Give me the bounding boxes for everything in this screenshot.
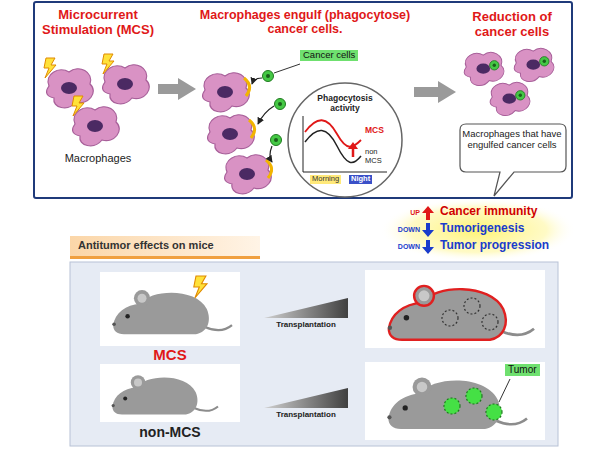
effect-label: Tumorigenesis [440, 222, 524, 236]
highlight-glow [380, 198, 576, 262]
chart-title: Phagocytosis activity [305, 94, 385, 114]
cell-label: Macrophages [52, 152, 144, 165]
axis-label: Morning [310, 175, 341, 184]
tab-underline [70, 256, 260, 259]
trend-tag: DOWN [392, 243, 420, 251]
tumor-label: Tumor [505, 364, 540, 376]
process-arrow [158, 84, 178, 94]
leader-line [274, 64, 300, 73]
stage-panel: Microcurrent Stimulation (MCS) Macrophage… [38, 6, 158, 172]
chart-circle: Phagocytosis activityMCS non MCS Morning Ni… [287, 82, 403, 198]
macrophages-engulfed [464, 48, 554, 115]
series-label: MCS [365, 126, 384, 136]
callout-text: Macrophages that have engulfed cancer ce… [462, 129, 562, 151]
down-arrow [422, 240, 434, 254]
top-panel [34, 2, 572, 198]
effect-label: Cancer immunity [440, 205, 537, 219]
effect-label: Tumor progression [440, 239, 549, 253]
trend-tag: UP [396, 209, 420, 217]
macrophages-mcs [44, 54, 149, 146]
step-label: Transplantation [260, 410, 352, 419]
transplant-arrow: Transplantation [260, 294, 352, 334]
mouse-frame [100, 272, 240, 346]
down-arrow [422, 223, 434, 237]
mouse-frame [365, 362, 545, 440]
mouse-mcs-result [388, 286, 534, 340]
stage-title: Reduction of cancer cells [458, 10, 566, 40]
stage-title: Macrophages engulf (phagocytose) cancer … [198, 8, 412, 37]
process-arrow [414, 87, 438, 97]
axis-label: Night [349, 175, 372, 184]
mouse-frame [365, 270, 545, 348]
trend-tag: DOWN [392, 226, 420, 234]
stage-title: Microcurrent Stimulation (MCS) [40, 8, 156, 38]
panel-heading: Antitumor effects on mice [78, 239, 258, 252]
mouse-box: Tumor [365, 362, 545, 440]
series-label: non MCS [365, 148, 391, 165]
up-arrow [422, 206, 434, 220]
stage-panel: Reduction of cancer cellsMacrophages tha… [456, 6, 568, 178]
callout-bubble [460, 124, 566, 196]
mouse-non-mcs [112, 375, 218, 414]
mouse-frame [100, 364, 240, 422]
group-label: MCS [100, 346, 240, 363]
leader-line [499, 379, 510, 402]
mice-panel: Antitumor effects on miceMCS Transplantat… [70, 236, 558, 446]
mouse-box: non-MCS [100, 364, 240, 444]
cell-label: Cancer cells [300, 50, 358, 61]
stage-panel: Macrophages engulf (phagocytose) cancer … [196, 6, 414, 198]
tab-background [70, 236, 260, 256]
step-label: Transplantation [260, 320, 352, 329]
mouse-mcs [112, 276, 232, 334]
mouse-tumor [387, 377, 527, 428]
group-label: non-MCS [100, 424, 240, 440]
mouse-box: MCS [100, 272, 240, 366]
transplant-arrow: Transplantation [260, 384, 352, 424]
macrophages-engulfing [203, 64, 300, 194]
mice-panel [70, 262, 558, 446]
